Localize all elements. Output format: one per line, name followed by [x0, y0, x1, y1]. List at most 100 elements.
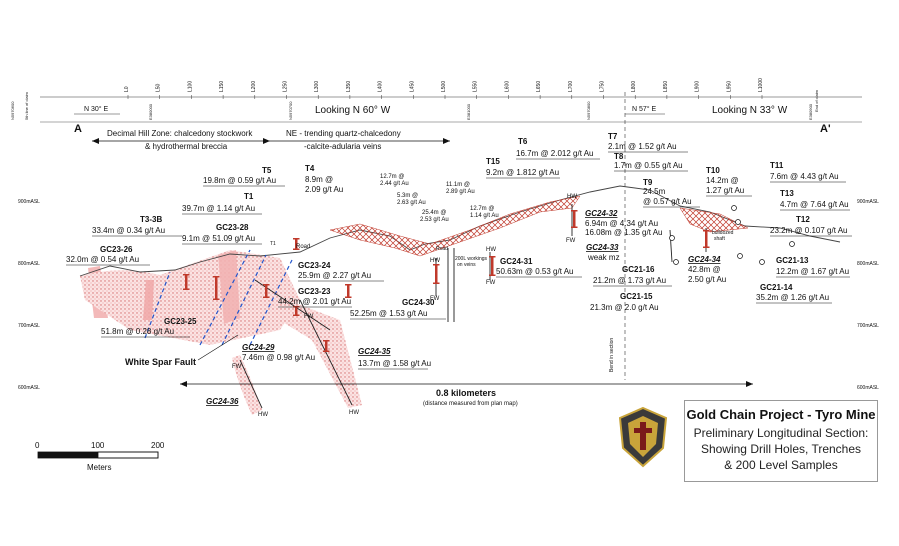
intercept-mark	[323, 340, 330, 352]
section-start-label: A	[74, 123, 82, 135]
collar-marker	[737, 253, 743, 259]
trench-t12-value: 23.2m @ 0.107 g/t Au	[770, 226, 848, 235]
intercept-mark	[183, 274, 190, 290]
trench-labels: T3-3B 33.4m @ 0.34 g/t Au T1 39.7m @ 1.1…	[92, 132, 852, 237]
elevation-900-left: 900mASL	[18, 199, 40, 205]
trench-t4-id: T4	[305, 164, 315, 173]
trench-t15-id: T15	[486, 157, 500, 166]
gold-chain-logo	[618, 406, 668, 468]
intercept-mark	[263, 284, 270, 298]
elevation-600-right: 600mASL	[857, 385, 879, 391]
hole-gc23-23-id: GC23-23	[298, 287, 331, 296]
bulldozed-label-2: shaft	[714, 236, 725, 242]
level-sample-4b: 2.89 g/t Au	[446, 189, 475, 195]
hole-gc23-28-id: GC23-28	[216, 223, 249, 232]
trench-t4-value-2: 2.09 g/t Au	[305, 185, 343, 194]
grid-coordinate-label: E380900	[808, 103, 813, 120]
trench-t3-3b-id: T3-3B	[140, 215, 162, 224]
trench-t1-id: T1	[244, 192, 254, 201]
title-block-line-1: Preliminary Longitudinal Section:	[693, 426, 869, 440]
trench-t8-id: T8	[614, 152, 624, 161]
breccia-zone	[218, 250, 240, 324]
hole-gc23-25-id: GC23-25	[164, 317, 197, 326]
hole-gc24-32-id: GC24-32	[585, 209, 618, 218]
hole-gc21-15-value: 21.3m @ 2.0 g/t Au	[590, 303, 659, 312]
hole-gc24-29-value: 7.46m @ 0.98 g/t Au	[242, 353, 315, 362]
elevation-700-right: 700mASL	[857, 323, 879, 329]
station-label: L850	[663, 81, 669, 92]
bulldozed-label: bulldozed	[712, 230, 734, 236]
hole-gc24-34-value: 42.8m @	[688, 265, 721, 274]
station-label: L350	[346, 81, 352, 92]
trench-t6-id: T6	[518, 137, 528, 146]
trench-t13-value: 4.7m @ 7.64 g/t Au	[780, 200, 849, 209]
trench-t5-id: T5	[262, 166, 272, 175]
hole-gc24-32-value: 6.94m @ 4.34 g/t Au	[585, 219, 658, 228]
hole-gc21-16-id: GC21-16	[622, 265, 655, 274]
level-sample-2b: 2.63 g/t Au	[397, 200, 426, 206]
bearing-left: N 30° E	[84, 105, 109, 113]
trench-t10-value: 14.2m @	[706, 176, 739, 185]
vein-ribbon-east	[679, 207, 749, 233]
intercept-mark	[703, 230, 710, 248]
trench-t8-value: 1.7m @ 0.55 g/t Au	[614, 161, 683, 170]
station-label: L150	[219, 81, 225, 92]
distance-label: 0.8 kilometers	[436, 388, 496, 398]
end-line-left: 5th line of claim	[24, 92, 29, 120]
stockwork-zone	[80, 250, 300, 345]
zone-label-decimal-hill-2: & hydrothermal breccia	[145, 142, 228, 151]
road-label: Road	[296, 244, 310, 250]
hole-gc23-26-id: GC23-26	[100, 245, 133, 254]
station-label: L950	[726, 81, 732, 92]
station-label: L800	[631, 81, 637, 92]
fw-label-1: FW	[566, 238, 576, 244]
fw-label-2: FW	[430, 296, 440, 302]
hw-label-1: HW	[567, 194, 577, 200]
trench-t1-value: 39.7m @ 1.14 g/t Au	[182, 204, 255, 213]
zone-label-ne-veins-2: -calcite-adularia veins	[304, 142, 381, 151]
fw-label-3: FW	[486, 280, 496, 286]
station-label: L100	[187, 81, 193, 92]
hole-gc24-34-id: GC24-34	[688, 255, 721, 264]
trench-t11-value: 7.6m @ 4.43 g/t Au	[770, 172, 839, 181]
workings-label: 200L workings	[455, 256, 488, 262]
distance-sublabel: (distance measured from plan map)	[423, 401, 518, 407]
hole-gc24-31-value: 50.63m @ 0.53 g/t Au	[496, 267, 574, 276]
level-sample-2: 5.3m @	[397, 193, 418, 199]
hole-gc21-14-id: GC21-14	[760, 283, 793, 292]
white-spar-fault-label: White Spar Fault	[125, 357, 196, 367]
trench-t13-id: T13	[780, 189, 794, 198]
scale-tick-0: 0	[35, 441, 40, 450]
trench-t6-value: 16.7m @ 2.012 g/t Au	[516, 149, 594, 158]
station-label: L450	[409, 81, 415, 92]
looking-direction-right: Looking N 33° W	[712, 105, 788, 116]
elevation-axis-right: 900mASL 800mASL 700mASL 600mASL	[857, 199, 879, 391]
hole-gc21-16-value: 21.2m @ 1.73 g/t Au	[593, 276, 666, 285]
station-label: L50	[156, 83, 162, 92]
elevation-700-left: 700mASL	[18, 323, 40, 329]
station-label: L750	[600, 81, 606, 92]
gc24-29-halo	[232, 355, 262, 415]
hole-gc21-14-value: 35.2m @ 1.26 g/t Au	[756, 293, 829, 302]
trench-t11-id: T11	[770, 161, 784, 170]
looking-direction-left: Looking N 60° W	[315, 105, 391, 116]
trench-t15-value: 9.2m @ 1.812 g/t Au	[486, 168, 559, 177]
trench-t12-id: T12	[796, 215, 810, 224]
elevation-800-right: 800mASL	[857, 261, 879, 267]
road-label-2: Road	[436, 246, 448, 252]
intercept-mark	[571, 210, 578, 228]
hw-label-2: HW	[430, 258, 440, 264]
station-label: L900	[695, 81, 701, 92]
trench-t9-value-2: @ 0.57 g/t Au	[643, 197, 692, 206]
title-block-line-3: & 200 Level Samples	[724, 458, 838, 472]
hole-gc24-29-id: GC24-29	[242, 343, 275, 352]
station-label: L300	[314, 81, 320, 92]
trench-t3-3b-value: 33.4m @ 0.34 g/t Au	[92, 226, 165, 235]
hole-gc21-13-value: 12.2m @ 1.67 g/t Au	[776, 267, 849, 276]
scale-tick-100: 100	[91, 441, 105, 450]
collar-marker	[673, 259, 679, 265]
fw-label-4: FW	[304, 314, 314, 320]
grid-coordinate-label: N5970700	[288, 101, 293, 120]
workings-label-2: on veins	[457, 262, 476, 268]
